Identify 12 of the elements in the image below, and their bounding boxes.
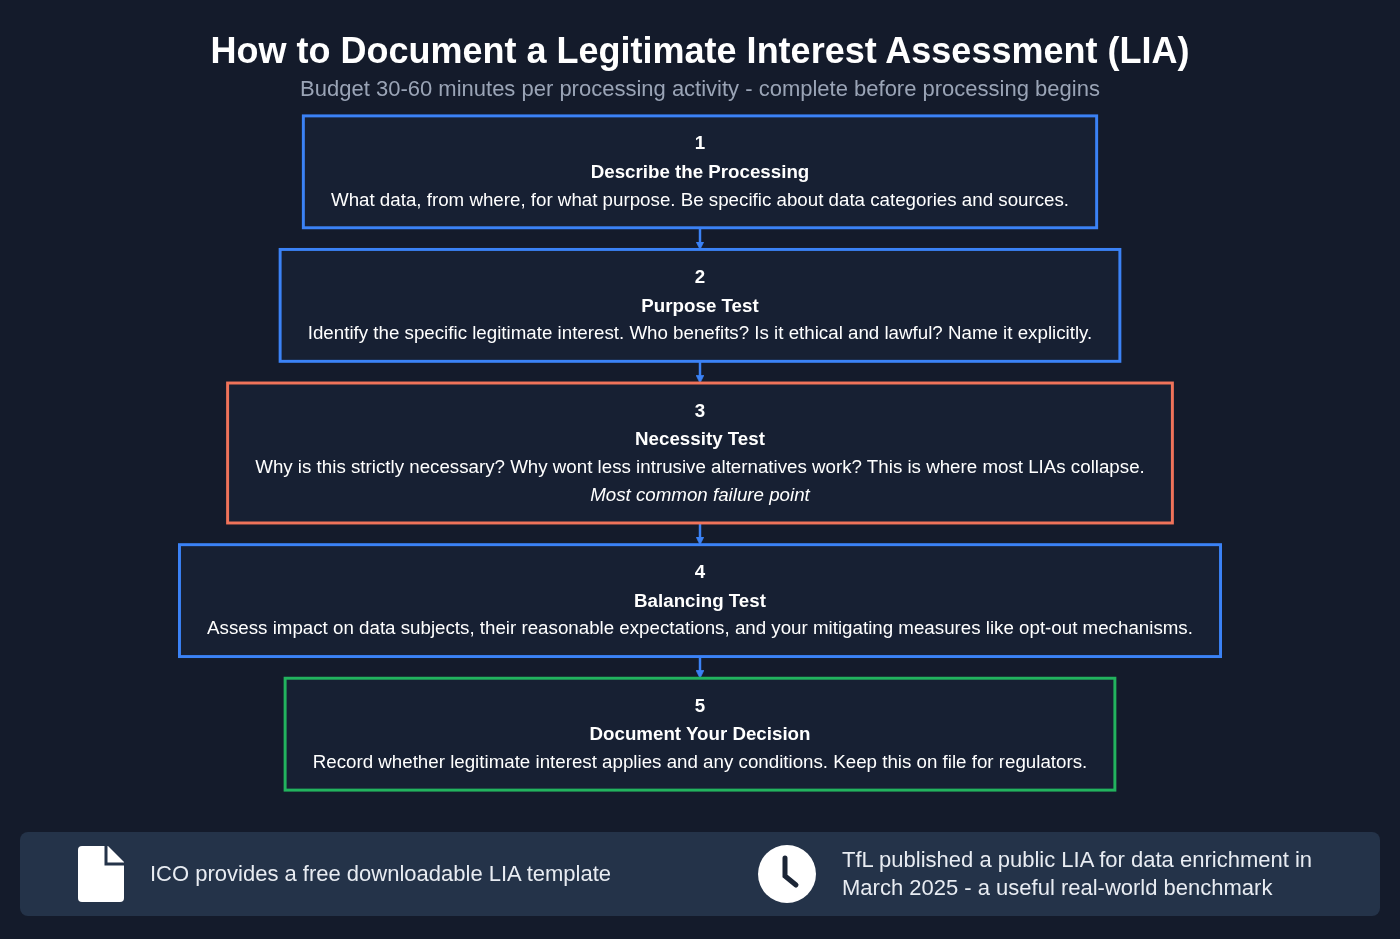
node-box: 4 Balancing Test Assess impact on data subjects, their reasonable expectations, and your mitigating measures like opt-out mechanisms. xyxy=(178,543,1222,659)
node-box: 3 Necessity Test Why is this strictly necessary? Why wont less intrusive alternatives work? This is where most LIAs collapse. Most common failure point xyxy=(226,381,1174,525)
arrow xyxy=(695,361,705,384)
note-text: ICO provides a free downloadable LIA template xyxy=(150,860,612,888)
node-box: 2 Purpose Test Identify the specific legitimate interest. Who benefits? Is it ethical and lawful? Name it explicitly. xyxy=(278,247,1122,363)
arrow xyxy=(695,656,705,679)
subtitle: Budget 30-60 minutes per processing activity - complete before processing begins xyxy=(300,76,1100,102)
node-box: 5 Document Your Decision Record whether legitimate interest applies and any conditions. Keep this on file for regulators. xyxy=(283,676,1117,792)
note-text: TfL published a public LIA for data enrichment in March 2025 - a useful real-world benchmark xyxy=(842,846,1314,902)
arrow xyxy=(695,227,705,250)
title: How to Document a Legitimate Interest Assessment (LIA) xyxy=(210,30,1190,72)
node-box: 1 Describe the Processing What data, from where, for what purpose. Be specific about data categories and sources. xyxy=(301,114,1099,230)
